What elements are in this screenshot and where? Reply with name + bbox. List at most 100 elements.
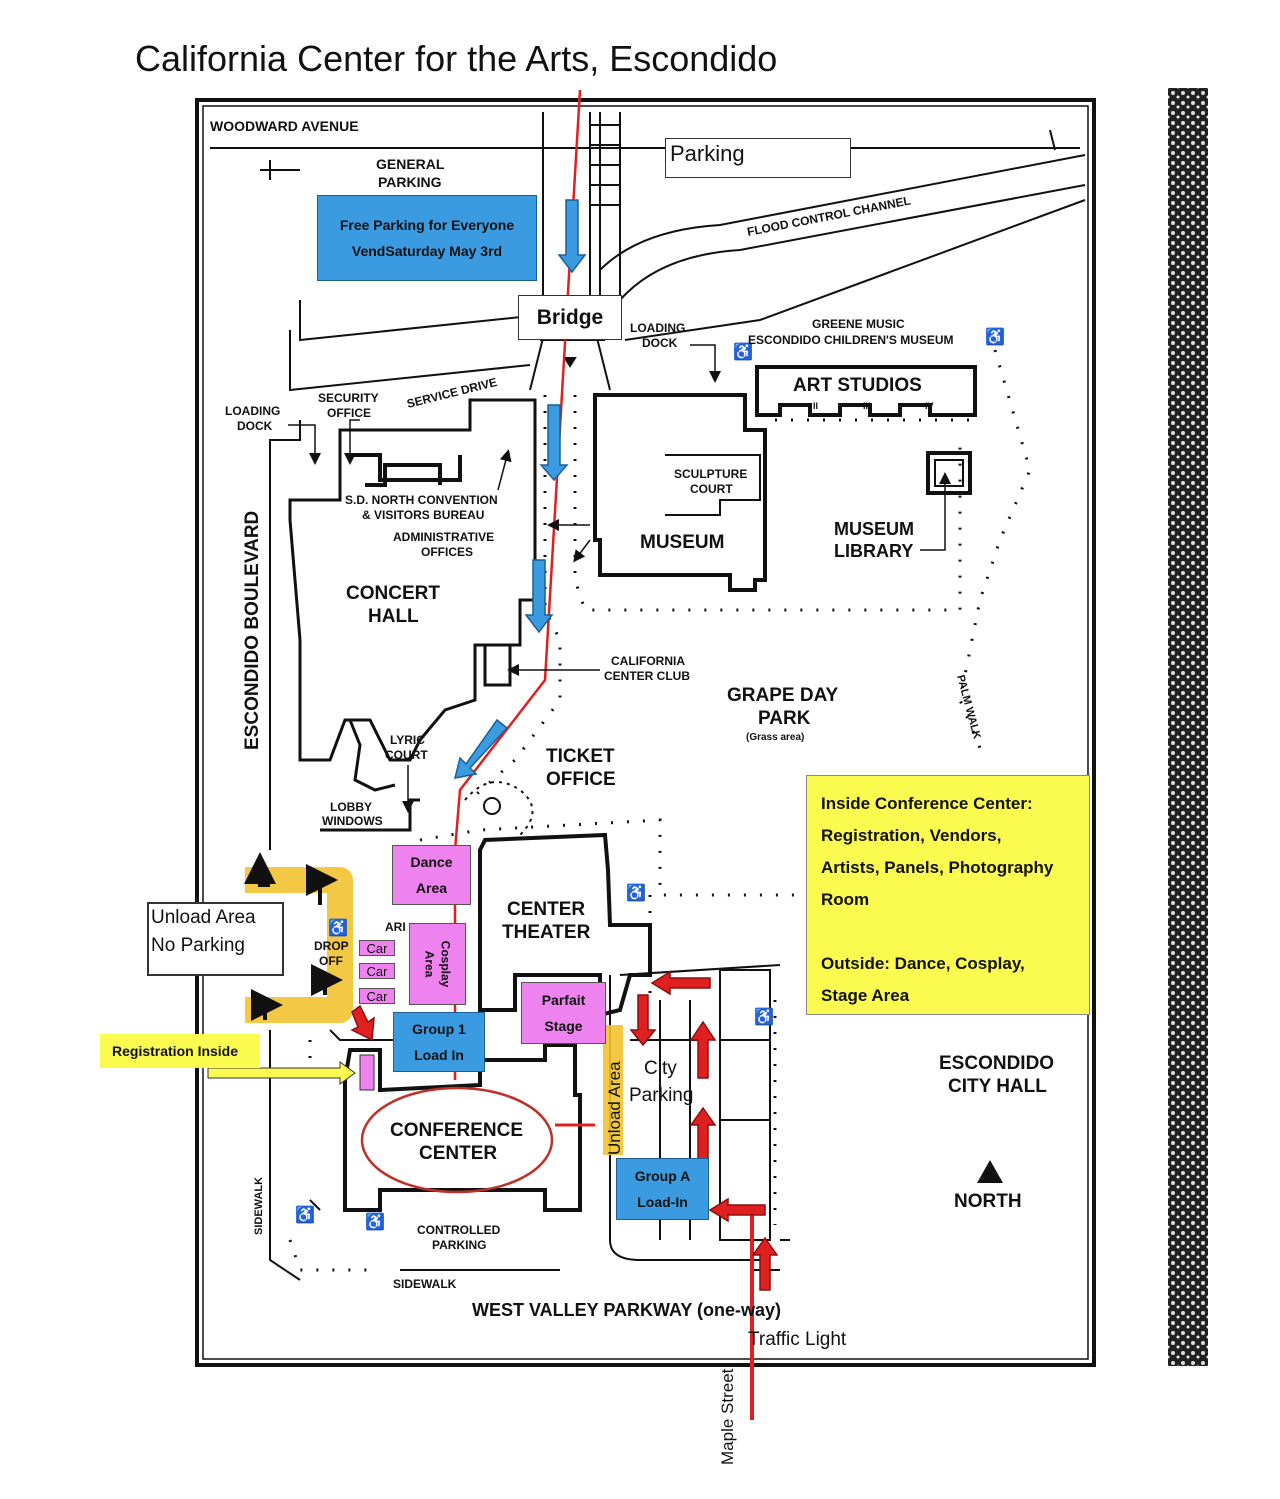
groupA-load-in: Group A Load-In xyxy=(616,1158,709,1220)
controlled-parking-2: PARKING xyxy=(432,1238,486,1252)
groupA-line-1: Group A xyxy=(634,1168,691,1184)
escondido-boulevard-label: ESCONDIDO BOULEVARD xyxy=(242,511,263,750)
bridge-sign: Bridge xyxy=(518,295,622,340)
grape-day-1: GRAPE DAY xyxy=(727,685,839,706)
north-label: NORTH xyxy=(954,1191,1022,1212)
svg-text:♿: ♿ xyxy=(328,918,348,937)
svg-text:♿: ♿ xyxy=(754,1007,774,1026)
conference-center-2: CENTER xyxy=(419,1143,497,1164)
svg-text:♿: ♿ xyxy=(295,1205,315,1224)
registration-arrow xyxy=(207,1054,375,1091)
free-parking-line-1: Free Parking for Everyone xyxy=(339,217,515,233)
museum-library-1: MUSEUM xyxy=(834,519,914,539)
group1-load-in: Group 1 Load In xyxy=(393,1012,485,1072)
sculpture-court-2: COURT xyxy=(690,482,733,496)
loading-dock-left-2: DOCK xyxy=(237,419,273,433)
site-outlines xyxy=(269,420,790,1281)
lyric-court-2: COURT xyxy=(385,748,428,762)
ticket-office-1: TICKET xyxy=(546,746,615,767)
general-parking-label-1: GENERAL xyxy=(376,156,445,172)
groupA-line-2: Load-In xyxy=(637,1194,688,1210)
city-hall-2: CITY HALL xyxy=(948,1076,1047,1097)
ticket-plaza xyxy=(464,781,534,836)
unload-no-parking-box: Unload Area No Parking xyxy=(147,902,284,976)
cosplay-area-text: Cosplay Area xyxy=(422,941,454,988)
ticket-office-2: OFFICE xyxy=(546,769,616,790)
lyric-court-1: LYRIC xyxy=(390,733,425,747)
woodward-avenue-label: WOODWARD AVENUE xyxy=(210,118,359,134)
svg-text:♿: ♿ xyxy=(733,342,753,361)
unload-area-vertical: Unload Area xyxy=(605,1061,624,1155)
flood-control-channel xyxy=(289,129,1086,392)
concert-hall-2: HALL xyxy=(368,606,419,627)
info-line-3: Artists, Panels, Photography xyxy=(821,858,1054,877)
center-theater-2: THEATER xyxy=(502,922,591,943)
general-parking-label-2: PARKING xyxy=(378,174,442,190)
dance-area: Dance Area xyxy=(392,845,471,905)
info-line-6: Outside: Dance, Cosplay, xyxy=(821,954,1025,973)
admin-offices-2: OFFICES xyxy=(421,545,473,559)
car-slot-3: Car xyxy=(359,988,395,1004)
parking-sign: Parking xyxy=(665,138,851,178)
car-slot-1: Car xyxy=(359,940,395,956)
svg-text:♿: ♿ xyxy=(985,327,1005,346)
red-traffic-arrows xyxy=(350,970,779,1291)
sidewalk-left-label: SIDEWALK xyxy=(253,1177,265,1235)
dropoff-arrows xyxy=(244,852,343,1021)
maple-street-label: Maple Street xyxy=(718,1368,737,1465)
city-parking-lot xyxy=(609,964,781,1261)
art-studios-label: ART STUDIOS xyxy=(793,375,922,396)
group1-line-2: Load In xyxy=(414,1047,464,1063)
security-office-2: OFFICE xyxy=(327,406,371,420)
childrens-museum-label: ESCONDIDO CHILDREN'S MUSEUM xyxy=(748,333,954,347)
sidewalk-bottom-label: SIDEWALK xyxy=(393,1277,457,1291)
svg-text:♿: ♿ xyxy=(626,883,646,902)
registration-inside-label: Registration Inside xyxy=(100,1034,260,1068)
studio-4-label: IV xyxy=(925,401,934,411)
loading-dock-left-1: LOADING xyxy=(225,404,280,418)
security-office-1: SECURITY xyxy=(318,391,379,405)
concert-hall-1: CONCERT xyxy=(346,583,440,604)
museum-label: MUSEUM xyxy=(640,532,724,553)
info-line-1: Inside Conference Center: xyxy=(821,794,1033,813)
cosplay-area: Cosplay Area xyxy=(409,923,466,1005)
museum-library-2: LIBRARY xyxy=(834,541,913,561)
drop-off-1: DROP xyxy=(314,939,349,953)
studio-2-label: II xyxy=(813,401,818,411)
parfait-stage-line-2: Stage xyxy=(544,1018,583,1034)
west-valley-parkway-label: WEST VALLEY PARKWAY (one-way) xyxy=(472,1300,781,1320)
drop-off-2: OFF xyxy=(319,954,343,968)
unload-line-2: No Parking xyxy=(151,935,245,956)
california-club-1: CALIFORNIA xyxy=(611,654,685,668)
page-title: California Center for the Arts, Escondid… xyxy=(135,38,778,79)
free-parking-line-2: VendSaturday May 3rd xyxy=(351,243,503,259)
loading-dock-top-2: DOCK xyxy=(642,336,678,350)
accessibility-icons: ♿ ♿ ♿ ♿ ♿ ♿ ♿ xyxy=(295,327,1005,1231)
aerial-strip xyxy=(1168,88,1208,1366)
label-pointers xyxy=(288,344,951,813)
california-club-2: CENTER CLUB xyxy=(604,669,690,683)
map-frame xyxy=(195,98,1096,1367)
dropoff-highlight xyxy=(245,867,623,1155)
controlled-parking-1: CONTROLLED xyxy=(417,1223,501,1237)
lobby-windows-1: LOBBY xyxy=(330,800,372,814)
parfait-stage-line-1: Parfait xyxy=(541,992,586,1008)
parfait-stage: Parfait Stage xyxy=(521,982,606,1044)
unload-line-1: Unload Area xyxy=(151,907,256,928)
city-hall-1: ESCONDIDO xyxy=(939,1053,1054,1074)
grass-area-label: (Grass area) xyxy=(746,732,804,743)
service-drive-label: SERVICE DRIVE xyxy=(405,375,498,411)
info-panel: Inside Conference Center: Registration, … xyxy=(806,775,1090,1015)
lobby-windows-2: WINDOWS xyxy=(322,814,383,828)
center-theater-1: CENTER xyxy=(507,899,585,920)
north-arrow-icon xyxy=(977,1160,1003,1183)
traffic-light-label: Traffic Light xyxy=(748,1329,847,1350)
studio-3-label: III xyxy=(863,401,871,411)
dance-area-line-1: Dance xyxy=(410,854,453,870)
palm-walk-label: PALM WALK xyxy=(954,674,983,741)
info-line-5 xyxy=(821,916,1075,948)
greene-music-label: GREENE MUSIC xyxy=(812,317,905,331)
conference-oval xyxy=(360,1086,554,1194)
city-parking-1: City xyxy=(644,1058,677,1079)
cosplay-area-line-2: Area xyxy=(422,950,437,978)
